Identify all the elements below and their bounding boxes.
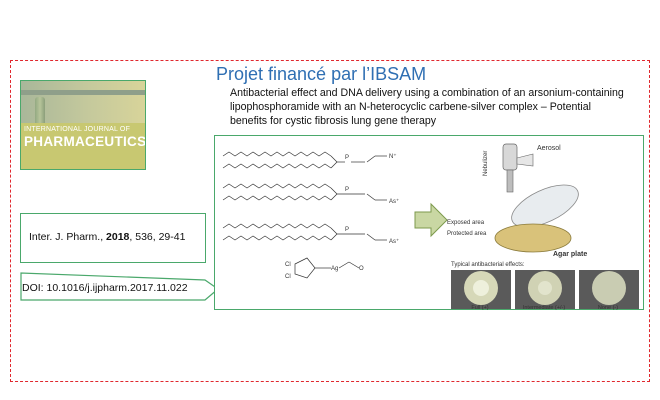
- citation: Inter. J. Pharm., 2018, 536, 29-41: [29, 231, 185, 243]
- plate-none: [592, 271, 626, 305]
- reference-box: Inter. J. Pharm., 2018, 536, 29-41: [20, 213, 206, 263]
- lipid-structure-1: [222, 151, 387, 169]
- svg-text:N⁺: N⁺: [389, 153, 397, 160]
- agar-plate: [494, 223, 572, 253]
- svg-text:Ag: Ag: [331, 266, 338, 272]
- agar-plate-lid: [511, 184, 579, 228]
- article-title: Antibacterial effect and DNA delivery us…: [230, 87, 624, 127]
- exposed-area-label: Exposed area: [447, 220, 485, 226]
- journal-cover-image: INTERNATIONAL JOURNAL OF PHARMACEUTICS: [20, 80, 146, 170]
- effect-label-none: None (-): [597, 305, 619, 311]
- svg-text:P: P: [345, 155, 349, 161]
- effect-label-intermediate: Intermediate (+/-): [522, 305, 566, 311]
- svg-text:P: P: [345, 187, 349, 193]
- doi-link[interactable]: DOI: 10.1016/j.ijpharm.2017.11.022: [22, 282, 188, 294]
- aerosol-label: Aerosol: [537, 145, 561, 152]
- nebulizer-device: [502, 143, 534, 193]
- agar-plate-label: Agar plate: [553, 251, 587, 258]
- citation-journal: Inter. J. Pharm.,: [29, 231, 107, 243]
- effects-title: Typical antibacterial effects:: [451, 262, 525, 268]
- svg-text:Cl: Cl: [285, 274, 291, 280]
- citation-volume-pages: , 536, 29-41: [129, 231, 186, 243]
- journal-cover-line1: INTERNATIONAL JOURNAL OF: [24, 126, 131, 133]
- svg-text:As⁺: As⁺: [389, 198, 399, 205]
- project-title: Projet financé par l’IBSAM: [216, 64, 427, 84]
- nebulizer-label: Nebulizer: [483, 151, 489, 176]
- svg-text:Cl: Cl: [285, 262, 291, 268]
- svg-text:O: O: [359, 266, 364, 272]
- lipid-head-groups: P P P N⁺ As⁺ As⁺: [345, 153, 399, 245]
- citation-year: 2018: [106, 231, 130, 243]
- svg-text:P: P: [345, 227, 349, 233]
- journal-cover-line2: PHARMACEUTICS: [24, 134, 146, 149]
- doi-arrow-shape: [20, 272, 219, 301]
- dashed-frame: [10, 60, 650, 382]
- silver-carbene-complex: [294, 257, 360, 279]
- process-arrow: [414, 202, 448, 238]
- svg-text:As⁺: As⁺: [389, 238, 399, 245]
- protected-area-label: Protected area: [447, 231, 487, 237]
- lipid-structure-2: [222, 183, 387, 201]
- effect-label-full: Full (+): [471, 305, 489, 311]
- lipid-structure-3: [222, 223, 387, 241]
